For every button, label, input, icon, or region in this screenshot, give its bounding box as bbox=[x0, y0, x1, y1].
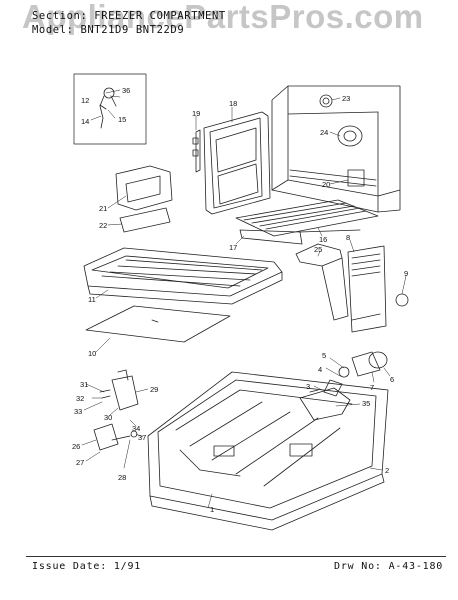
watermark: AppliancePartsPros.com bbox=[22, 0, 424, 35]
inset-thermostat-group bbox=[73, 73, 147, 145]
callout-16: 16 bbox=[319, 235, 327, 244]
callout-8: 8 bbox=[346, 233, 350, 242]
callout-9: 9 bbox=[404, 269, 408, 278]
insulation-pad bbox=[85, 305, 231, 343]
callout-6: 6 bbox=[390, 375, 394, 384]
callout-21: 21 bbox=[99, 204, 107, 213]
callout-11: 11 bbox=[88, 295, 96, 304]
control-housing bbox=[115, 165, 173, 233]
callout-labels: 1 2 3 4 5 6 7 8 9 10 11 12 14 15 16 17 1… bbox=[72, 86, 408, 514]
model-line: Model: BNT21D9 BNT22D9 bbox=[32, 24, 185, 36]
air-duct bbox=[295, 243, 349, 321]
callout-30: 30 bbox=[104, 413, 112, 422]
section-title: Section: FREEZER COMPARTMENT bbox=[32, 10, 226, 22]
callout-17: 17 bbox=[229, 243, 237, 252]
callout-24: 24 bbox=[320, 128, 328, 137]
callout-33: 33 bbox=[74, 407, 82, 416]
callout-4: 4 bbox=[318, 365, 322, 374]
callout-5: 5 bbox=[322, 351, 326, 360]
callout-12: 12 bbox=[81, 96, 89, 105]
callout-10: 10 bbox=[88, 349, 96, 358]
callout-34: 34 bbox=[132, 424, 140, 433]
base-liner-tray bbox=[147, 371, 389, 531]
callout-27: 27 bbox=[76, 458, 84, 467]
fan-motor-assembly bbox=[309, 351, 388, 397]
callout-7: 7 bbox=[370, 383, 374, 392]
callout-23: 23 bbox=[342, 94, 350, 103]
wire-shelf bbox=[235, 199, 379, 245]
callout-22: 22 bbox=[99, 221, 107, 230]
issue-date: Issue Date: 1/91 bbox=[32, 561, 142, 572]
drawing-number: Drw No: A-43-180 bbox=[334, 561, 444, 572]
callout-3: 3 bbox=[306, 382, 310, 391]
callout-36: 36 bbox=[122, 86, 130, 95]
callout-32: 32 bbox=[76, 394, 84, 403]
fan-shroud-panel bbox=[347, 245, 409, 333]
freezer-cabinet bbox=[271, 85, 401, 213]
freezer-door bbox=[192, 111, 271, 215]
leader-lines bbox=[81, 89, 407, 509]
defrost-components bbox=[93, 369, 139, 451]
callout-35: 35 bbox=[362, 399, 370, 408]
callout-25: 25 bbox=[314, 245, 322, 254]
callout-1: 1 bbox=[210, 505, 214, 514]
callout-28: 28 bbox=[118, 473, 126, 482]
callout-15: 15 bbox=[118, 115, 126, 124]
callout-19: 19 bbox=[192, 109, 200, 118]
callout-29: 29 bbox=[150, 385, 158, 394]
footer-rule bbox=[26, 556, 446, 557]
callout-37: 37 bbox=[138, 433, 146, 442]
callout-2: 2 bbox=[385, 466, 389, 475]
evaporator-shelf bbox=[83, 247, 283, 305]
callout-14: 14 bbox=[81, 117, 89, 126]
callout-20: 20 bbox=[322, 180, 330, 189]
callout-26: 26 bbox=[72, 442, 80, 451]
callout-18: 18 bbox=[229, 99, 237, 108]
callout-31: 31 bbox=[80, 380, 88, 389]
